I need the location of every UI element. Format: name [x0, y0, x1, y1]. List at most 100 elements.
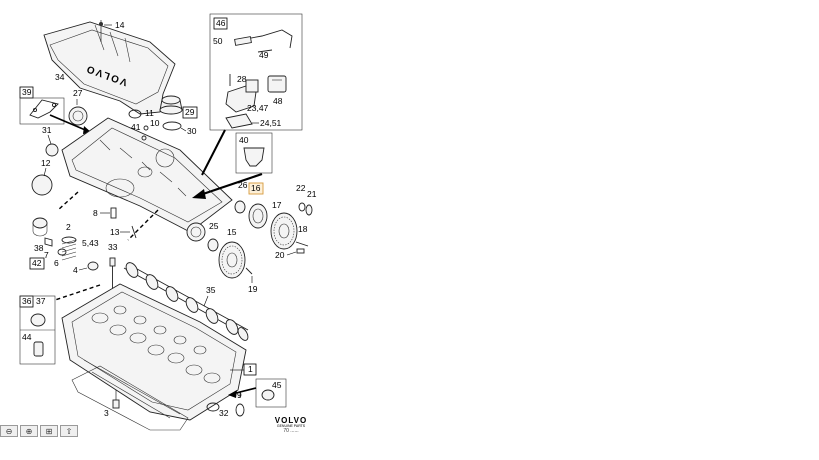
callout-40[interactable]: 40: [239, 135, 249, 145]
plug: [30, 313, 46, 327]
bolt-18: [295, 241, 309, 247]
callout-46[interactable]: 46: [216, 18, 226, 28]
inset-box-46: [209, 13, 303, 131]
callout-33[interactable]: 33: [108, 242, 118, 252]
zoom-in-icon[interactable]: ⊕: [20, 425, 38, 437]
camshaft-housing[interactable]: [61, 117, 233, 242]
callout-9[interactable]: 9: [237, 390, 242, 400]
callout-14[interactable]: 14: [115, 20, 125, 30]
brand-code: 70 ......: [283, 428, 299, 434]
callout-12[interactable]: 12: [41, 158, 51, 168]
callout-30[interactable]: 30: [187, 126, 197, 136]
head-gasket: [71, 365, 189, 431]
bolt-19: [245, 267, 253, 275]
callout-box-16[interactable]: [248, 182, 264, 195]
cam-pulley-17[interactable]: [270, 212, 298, 250]
cylinder-head[interactable]: [61, 283, 247, 421]
inset-box-40: [235, 132, 273, 174]
cam-pulley-15[interactable]: [218, 241, 246, 279]
callout-17[interactable]: 17: [272, 200, 282, 210]
callout-41[interactable]: 41: [131, 122, 141, 132]
pan-up-icon[interactable]: ⇧: [60, 425, 78, 437]
seal-21: [305, 204, 313, 216]
spring-seat: [57, 248, 67, 256]
callout-45[interactable]: 45: [272, 380, 282, 390]
callout-35[interactable]: 35: [206, 285, 216, 295]
callout-22[interactable]: 22: [296, 183, 306, 193]
callout-38[interactable]: 38: [34, 243, 44, 253]
callout-42[interactable]: 42: [32, 258, 42, 268]
bolt: [110, 207, 117, 219]
callout-15[interactable]: 15: [227, 227, 237, 237]
callout-36[interactable]: 36: [22, 296, 32, 306]
valve-keeper: [44, 237, 53, 247]
plug-45: [261, 389, 275, 401]
callout-box-42[interactable]: [29, 257, 45, 270]
valve-spring: [61, 236, 77, 261]
bolt-20: [296, 248, 305, 254]
callout-10[interactable]: 10: [150, 118, 160, 128]
callout-7[interactable]: 7: [44, 250, 49, 260]
callout-50[interactable]: 50: [213, 36, 223, 46]
vvt-solenoid: [225, 79, 259, 113]
callout-32[interactable]: 32: [219, 408, 229, 418]
brand-tagline: GENUINE PARTS: [276, 424, 306, 428]
seal-26: [234, 200, 246, 214]
callout-5-43[interactable]: 5,43: [82, 238, 99, 248]
oil-filler-cap[interactable]: [159, 95, 183, 115]
callout-29[interactable]: 29: [185, 107, 195, 117]
seal-32: [206, 402, 220, 412]
callout-13[interactable]: 13: [110, 227, 120, 237]
callout-34[interactable]: 34: [55, 72, 65, 82]
callout-27[interactable]: 27: [73, 88, 83, 98]
zoom-out-icon[interactable]: ⊖: [0, 425, 18, 437]
plug-disc: [31, 174, 53, 196]
o-ring: [128, 109, 142, 119]
bolt-3: [112, 399, 120, 409]
seal-25: [207, 238, 219, 252]
gasket-24: [225, 113, 253, 129]
camshaft[interactable]: [123, 261, 250, 342]
callout-23-47[interactable]: 23,47: [247, 103, 269, 113]
callout-3[interactable]: 3: [104, 408, 109, 418]
callout-16[interactable]: 16: [251, 183, 261, 193]
callout-28[interactable]: 28: [237, 74, 247, 84]
callout-box-46[interactable]: [213, 17, 228, 30]
seal-22: [298, 202, 306, 212]
volvo-brand-mark: VOLVO GENUINE PARTS 70 ......: [271, 416, 311, 434]
callout-19[interactable]: 19: [248, 284, 258, 294]
callout-49[interactable]: 49: [259, 50, 269, 60]
seal-9: [235, 403, 245, 417]
valve-tappet: [32, 217, 48, 237]
valve-cover[interactable]: VOLVO: [43, 21, 176, 115]
viewer-toolbar: ⊖ ⊕ ⊞ ⇧: [0, 424, 100, 438]
callout-1[interactable]: 1: [248, 364, 253, 374]
callout-20[interactable]: 20: [275, 250, 285, 260]
callout-18[interactable]: 18: [298, 224, 308, 234]
brand-name: VOLVO: [274, 416, 308, 425]
callout-box-29[interactable]: [182, 106, 198, 119]
sensor-plug: [234, 36, 252, 46]
callout-8[interactable]: 8: [93, 208, 98, 218]
filler-seal: [162, 121, 182, 131]
callout-25[interactable]: 25: [209, 221, 219, 231]
callout-37[interactable]: 37: [36, 296, 46, 306]
valve-seal: [87, 261, 99, 271]
callout-24-51[interactable]: 24,51: [260, 118, 282, 128]
callout-21[interactable]: 21: [307, 189, 317, 199]
callout-44[interactable]: 44: [22, 332, 32, 342]
callout-11[interactable]: 11: [145, 108, 154, 118]
connector-48: [267, 75, 287, 93]
callout-2[interactable]: 2: [66, 222, 71, 232]
callout-4[interactable]: 4: [73, 265, 78, 275]
callout-6[interactable]: 6: [54, 258, 59, 268]
callout-box-1[interactable]: [243, 363, 257, 376]
callout-48[interactable]: 48: [273, 96, 283, 106]
callout-31[interactable]: 31: [42, 125, 52, 135]
fit-icon[interactable]: ⊞: [40, 425, 58, 437]
cam-gear-16[interactable]: [248, 203, 268, 229]
callout-26[interactable]: 26: [238, 180, 248, 190]
pin: [131, 225, 137, 239]
callout-39[interactable]: 39: [22, 87, 32, 97]
